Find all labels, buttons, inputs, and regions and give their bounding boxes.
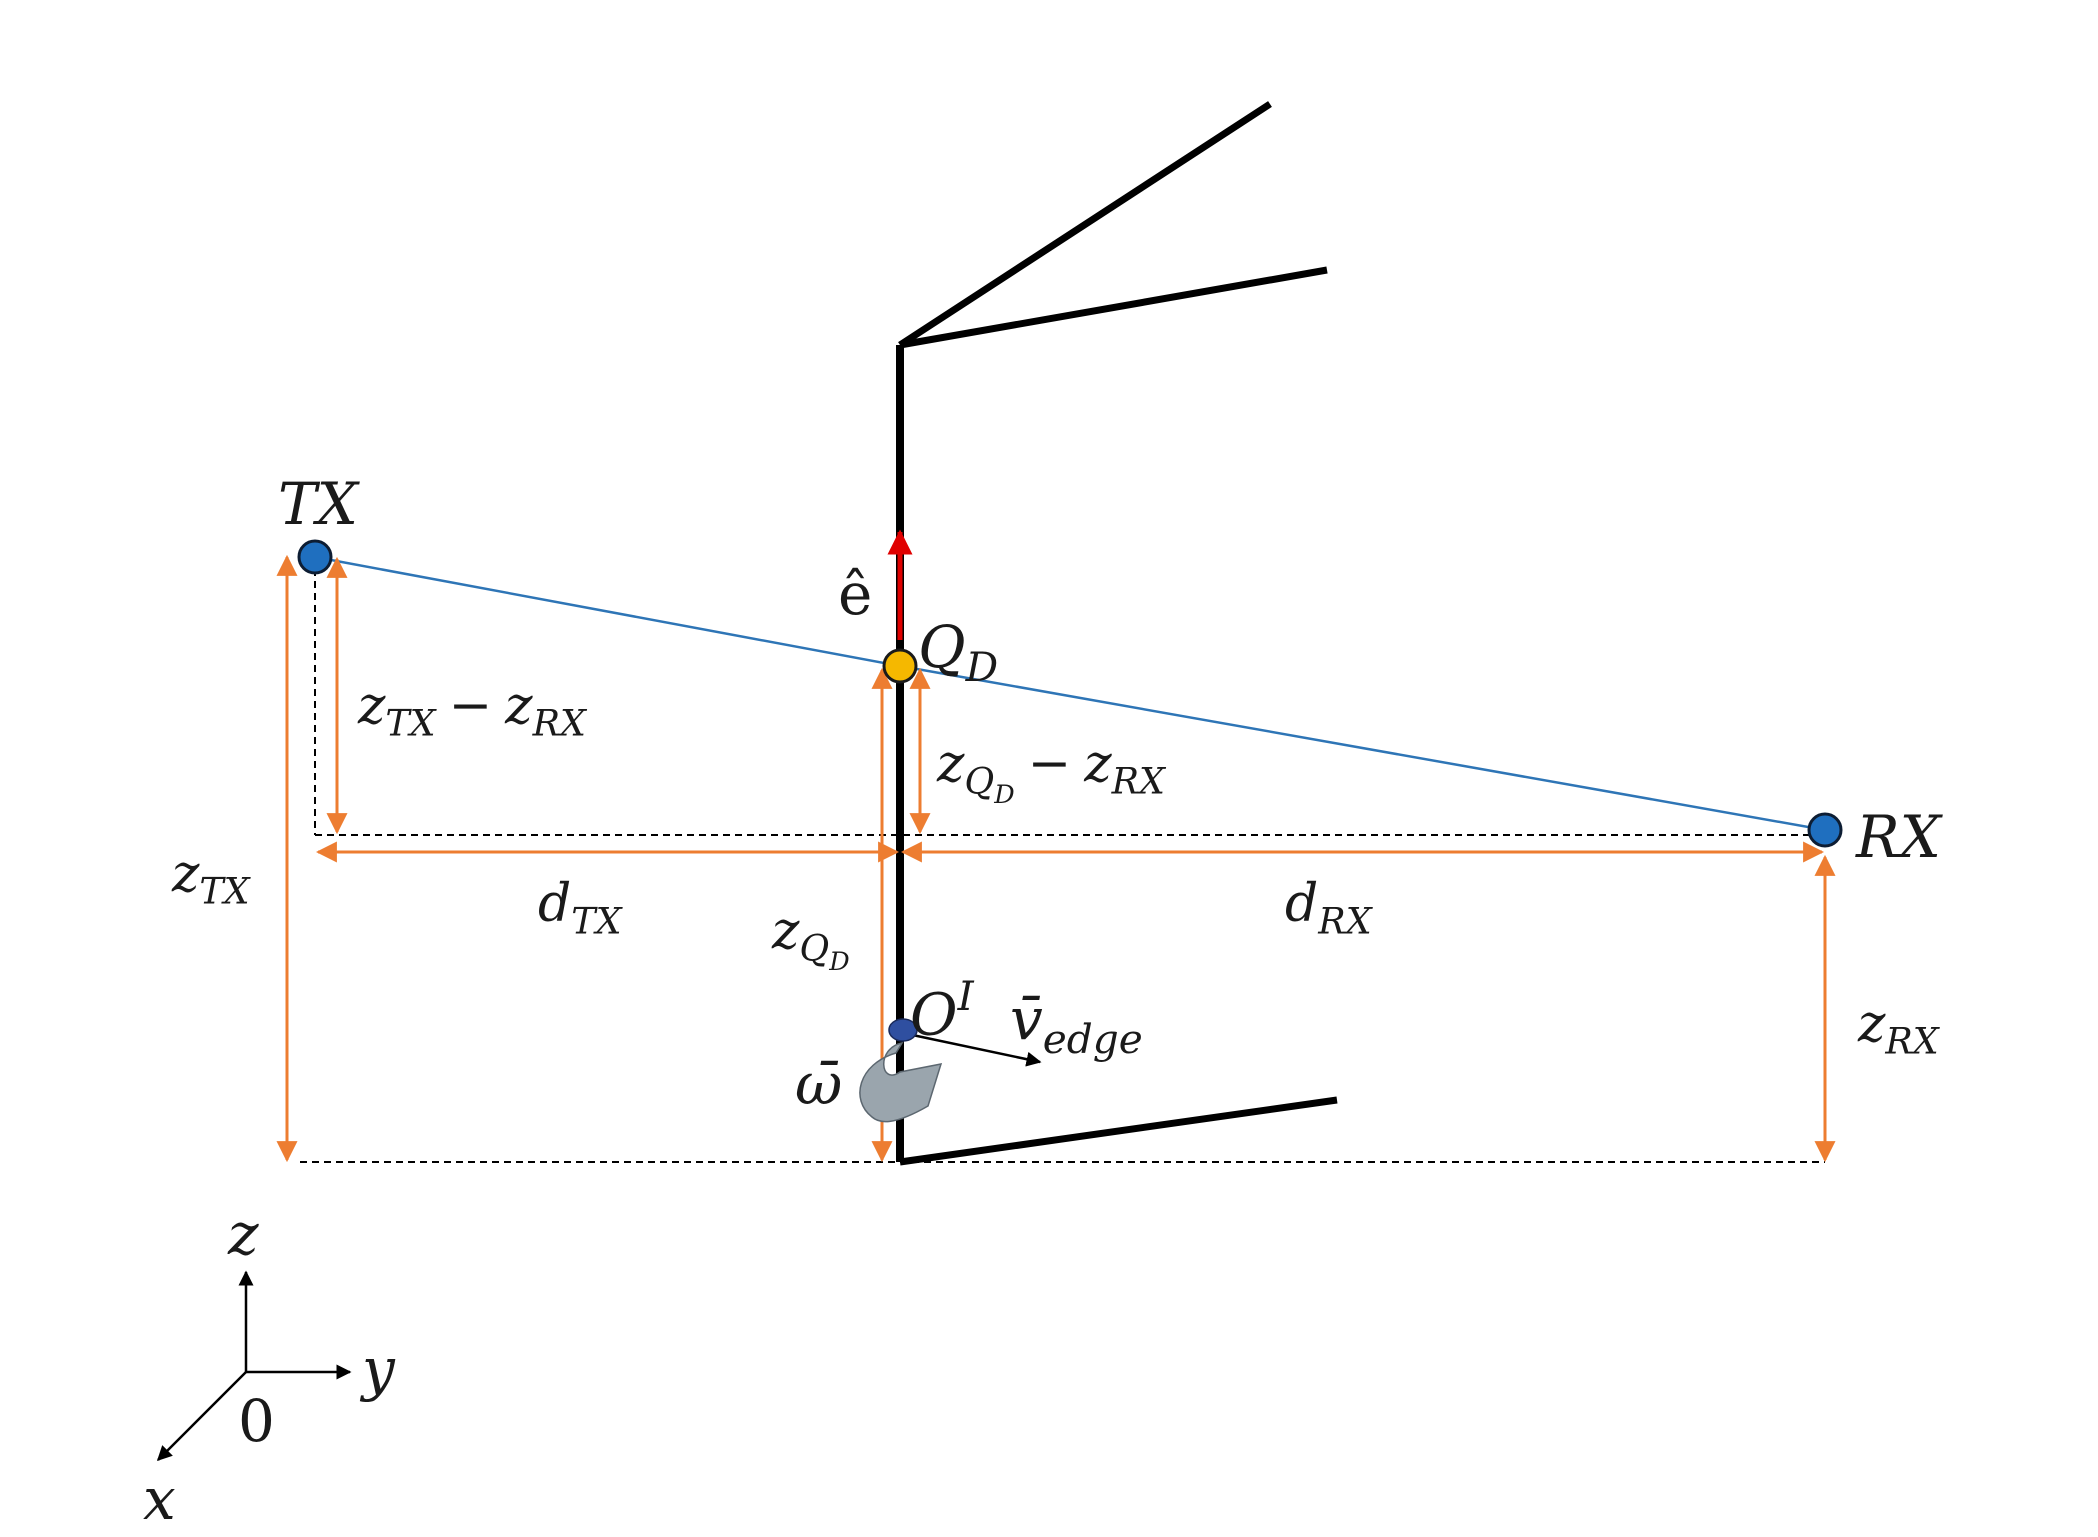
rotation-arrow-icon [859,1041,943,1123]
d-tx-label: dTX [538,874,622,943]
local-origin-label: OI [910,972,974,1049]
dimension-arrows [276,554,1836,1163]
edge-velocity-label: v̄edge [1010,985,1143,1064]
coordinate-axes [156,1270,352,1462]
tx-label: TX [278,470,358,538]
z-qd-minus-z-rx-label: zQD−zRX [937,734,1165,810]
z-qd-label: zQD [772,901,850,977]
signal-path [314,555,1826,832]
axis-y-label: y [362,1335,395,1403]
e-hat-label: ê [838,560,873,628]
d-rx-label: dRX [1285,874,1372,943]
axis-x-arrow [156,1371,247,1462]
angular-velocity-label: ω̄ [795,1050,843,1118]
reference-lines [300,557,1825,1163]
z-rx-label: zRX [1858,994,1939,1063]
rx-node [1807,812,1843,848]
z-tx-minus-z-rx-label: zTX−zRX [358,676,586,745]
axis-z-label: z [228,1200,259,1268]
upper-face-2 [899,266,1328,349]
local-origin-dot [888,1018,918,1042]
axis-origin-label: 0 [238,1387,275,1455]
axis-x-label: x [143,1465,176,1533]
upper-face-1 [898,101,1272,348]
tx-node [297,539,333,575]
diffraction-point-qd [882,648,918,684]
z-tx-label: zTX [172,844,250,913]
rx-label: RX [1856,803,1941,871]
qd-label: QD [918,613,999,692]
edge-velocity-vector [902,1031,1042,1067]
lower-face [899,1096,1338,1166]
